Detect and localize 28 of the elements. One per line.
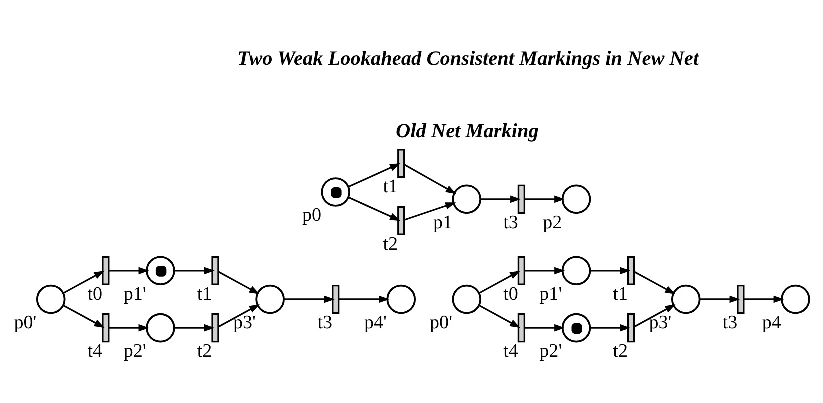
node-label: p1'	[124, 284, 146, 305]
node-label: p1	[434, 212, 453, 234]
node-label: t4	[88, 341, 103, 362]
node-label: p0	[302, 205, 322, 226]
node-label: p0'	[430, 312, 453, 334]
node-label: t0	[504, 284, 518, 305]
node-label: t3	[722, 312, 738, 334]
node-label: p1'	[540, 284, 562, 305]
node-label: t2	[613, 341, 628, 362]
node-label: p0'	[14, 312, 37, 334]
node-label: p2'	[540, 341, 562, 362]
node-label: t4	[504, 341, 518, 362]
node-label: p2'	[124, 341, 146, 362]
node-label: t1	[197, 284, 212, 305]
node-label: p3'	[649, 312, 672, 334]
node-label: t1	[383, 176, 398, 198]
node-label: t3	[504, 212, 518, 234]
node-label: t0	[88, 284, 103, 305]
label: Old Net Marking	[396, 120, 539, 143]
node-label: t2	[383, 234, 398, 255]
label: Two Weak Lookahead Consistent Markings in New Net	[238, 48, 700, 70]
node-label: p4'	[364, 312, 387, 334]
node-label: t1	[613, 284, 628, 305]
node-label: t2	[197, 341, 212, 362]
node-label: p4	[762, 312, 782, 334]
node-label: t3	[318, 312, 333, 334]
node-label: p3'	[233, 312, 256, 334]
node-label: p2	[543, 212, 562, 234]
